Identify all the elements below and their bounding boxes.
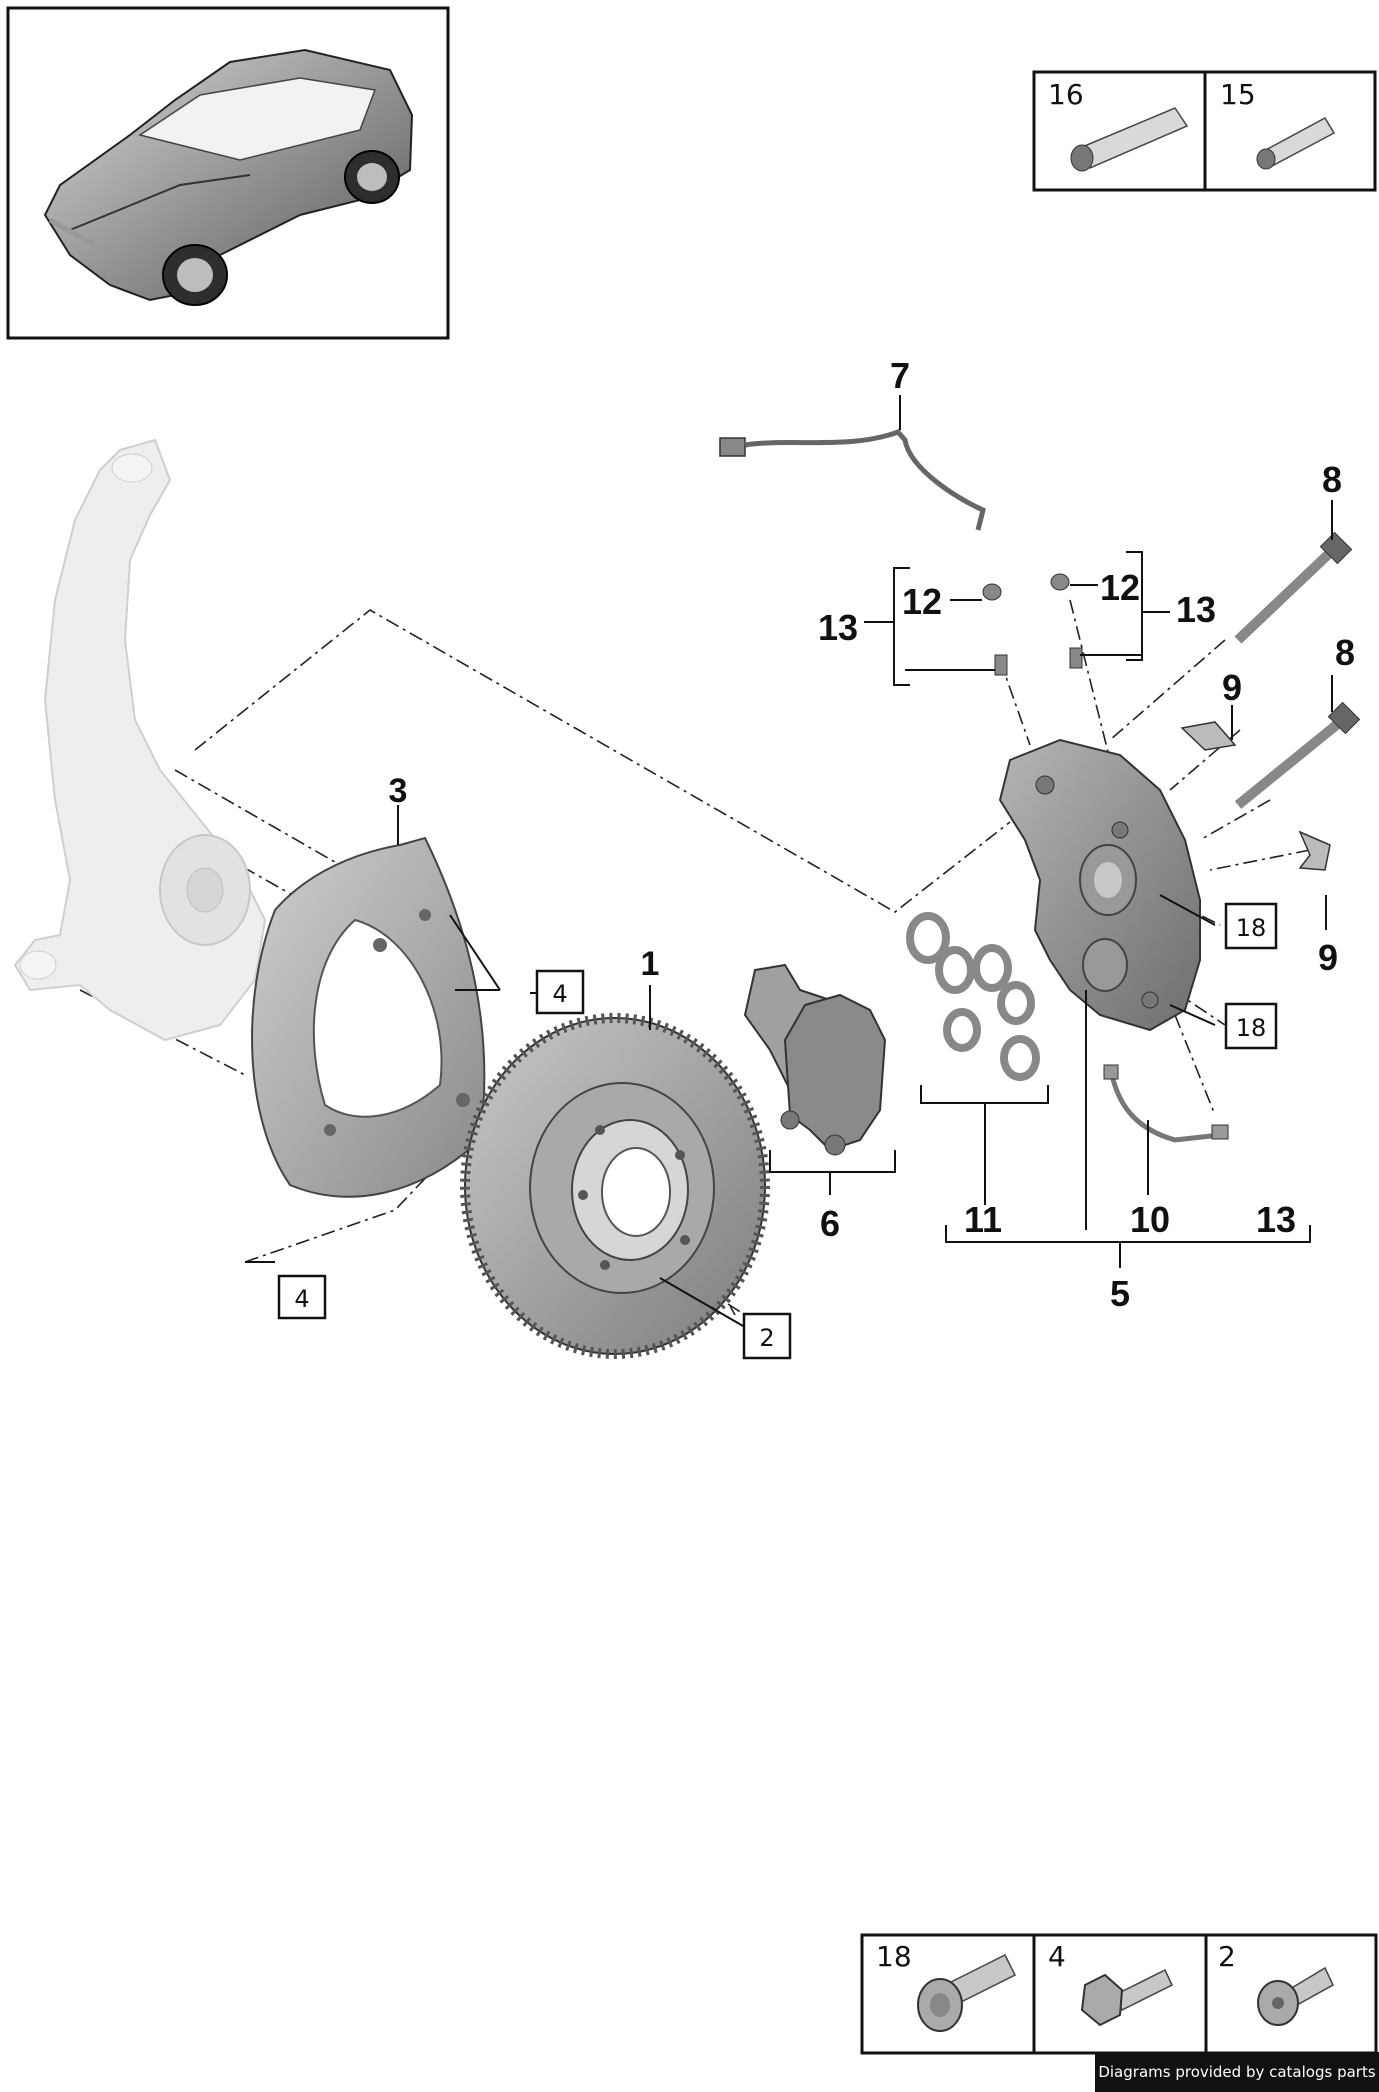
callout-12-left: 12	[902, 581, 942, 622]
callout-9-top: 9	[1222, 667, 1242, 708]
thumb-label-2: 2	[1218, 1940, 1236, 1973]
callout-13-bottom: 13	[1256, 1199, 1296, 1240]
thumb-label-15: 15	[1220, 78, 1256, 111]
boxed-callout-2: 2	[742, 1312, 792, 1360]
credit-badge: Diagrams provided by catalogs parts	[1095, 2052, 1379, 2092]
svg-text:18: 18	[1236, 1014, 1267, 1042]
steering-knuckle	[13, 438, 267, 1042]
callout-1: 1	[641, 945, 660, 983]
svg-text:4: 4	[552, 980, 567, 1008]
boxed-callout-4-upper: 4	[535, 969, 585, 1015]
vehicle-thumbnail	[6, 6, 450, 340]
wear-sensor	[719, 429, 986, 531]
boxed-callout-4-lower: 4	[277, 1274, 327, 1320]
boxed-callout-18-upper: 18	[1224, 902, 1278, 950]
callout-labels: 3 1 7 8 8 9 9 12 12 13 13 6 11 10 13 5	[389, 355, 1355, 1314]
callout-3: 3	[389, 772, 408, 810]
callout-5: 5	[1110, 1273, 1130, 1314]
callout-11: 11	[964, 1199, 1002, 1240]
callout-13-right: 13	[1176, 589, 1216, 630]
grease-tube-icon	[1256, 116, 1336, 170]
lubricant-thumbnails: 16 15	[1032, 70, 1377, 192]
caliper-bolts	[1234, 531, 1361, 809]
callout-13-left: 13	[818, 607, 858, 648]
callout-12-right: 12	[1100, 567, 1140, 608]
svg-text:4: 4	[294, 1285, 309, 1313]
callout-8-top: 8	[1322, 459, 1342, 500]
splined-bolt-icon	[917, 1953, 1017, 2032]
svg-text:2: 2	[759, 1324, 774, 1352]
brake-hose	[1103, 1064, 1229, 1143]
piston-seals	[906, 912, 1040, 1081]
brake-shield	[251, 836, 486, 1198]
thumb-label-18: 18	[876, 1940, 912, 1973]
thumb-label-16: 16	[1048, 78, 1084, 111]
boxed-callouts: 4 4 2 18 18	[277, 902, 1278, 1360]
spring-clips	[1180, 721, 1331, 871]
callout-8-lower: 8	[1335, 632, 1355, 673]
boxed-callout-18-lower: 18	[1224, 1002, 1278, 1050]
suv-icon	[43, 48, 414, 306]
hex-bolt-icon	[1080, 1968, 1173, 2027]
brake-disc	[460, 1013, 770, 1359]
callout-7: 7	[890, 355, 910, 396]
grease-tube-icon	[1070, 107, 1189, 172]
torx-screw-icon	[1257, 1966, 1334, 2026]
bleed-screws	[982, 573, 1083, 676]
callout-10: 10	[1130, 1199, 1170, 1240]
brake-pads	[743, 963, 887, 1156]
thumb-label-4: 4	[1048, 1940, 1066, 1973]
callout-6: 6	[820, 1203, 840, 1244]
svg-text:18: 18	[1236, 914, 1267, 942]
fastener-thumbnails: 18 4 2	[860, 1933, 1378, 2055]
brake-caliper	[998, 738, 1201, 1032]
callout-9-lower: 9	[1318, 937, 1338, 978]
leader-lines	[245, 395, 1333, 1331]
